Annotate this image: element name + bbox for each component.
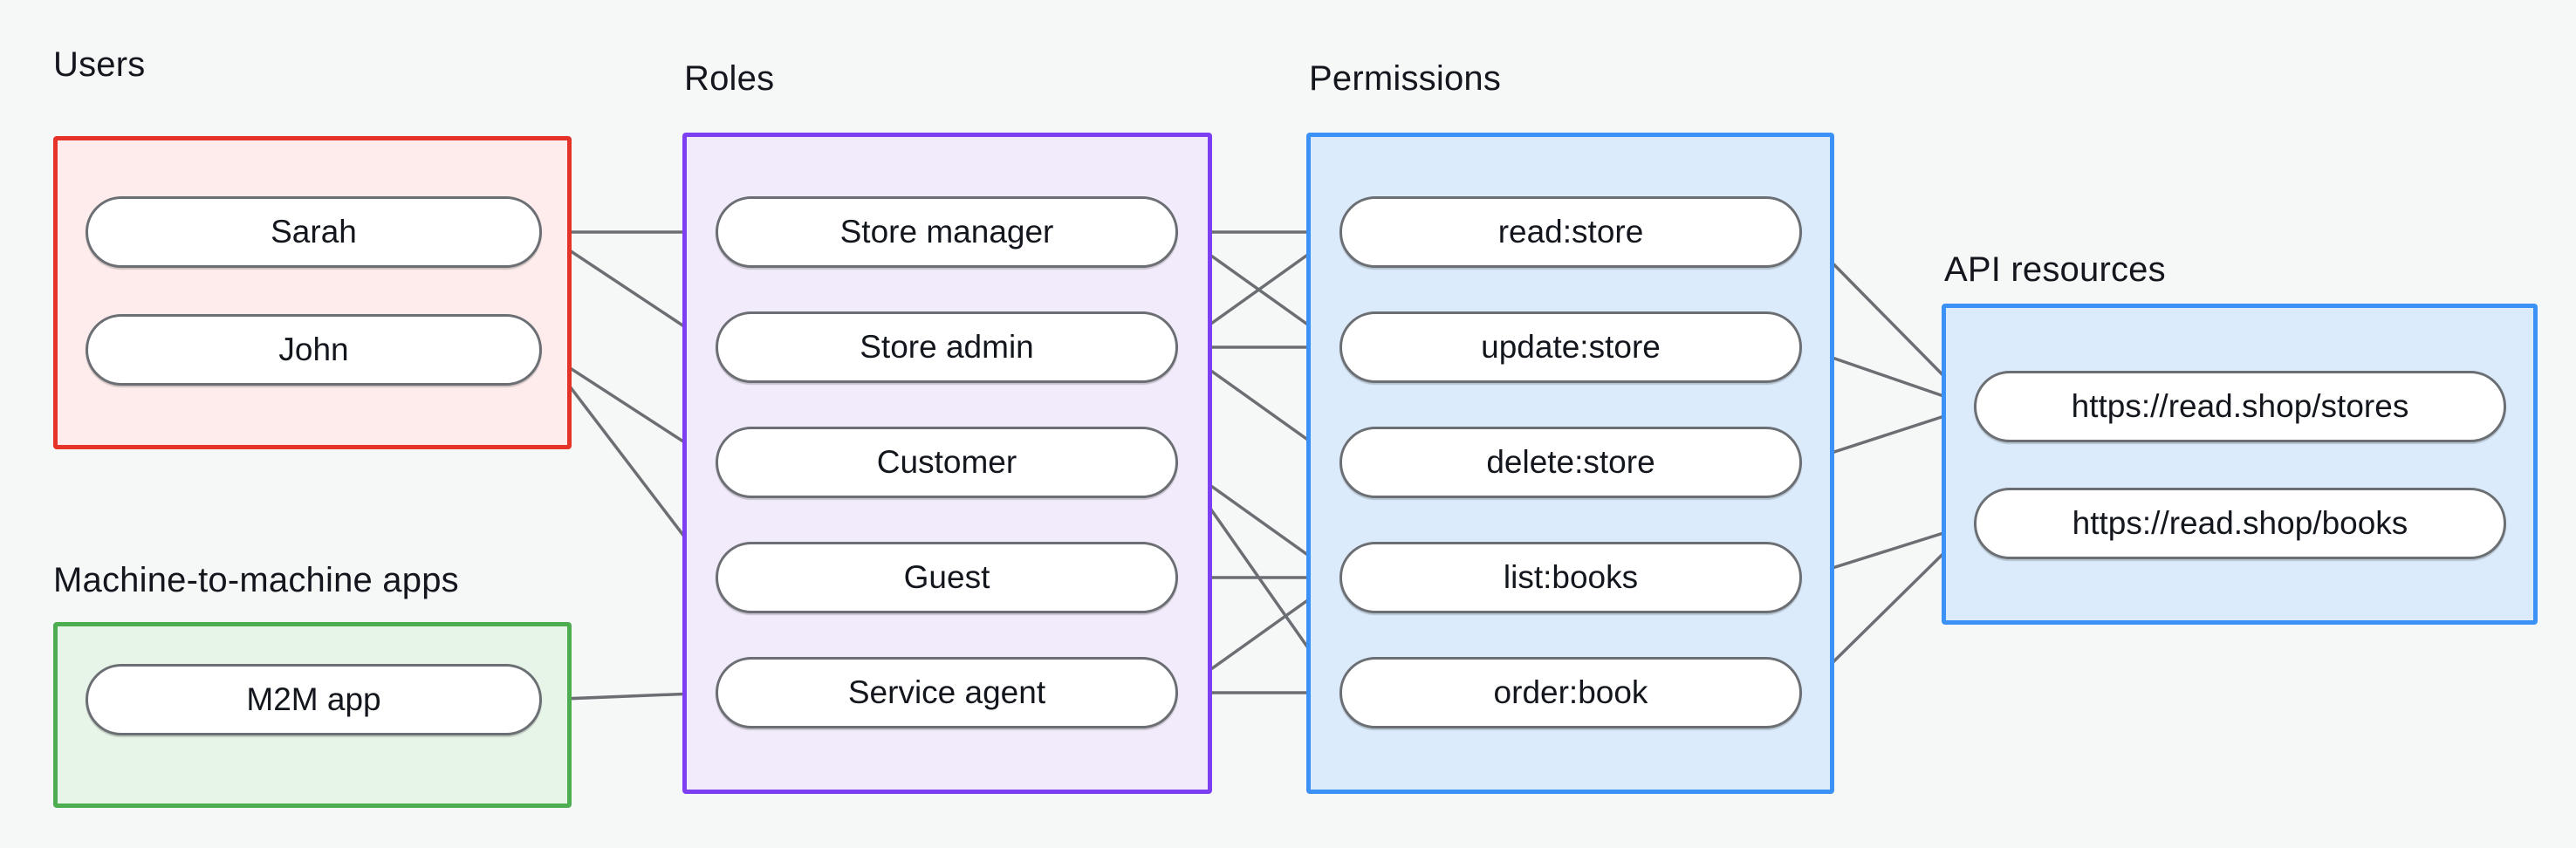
node-orderbook[interactable]: order:book xyxy=(1339,657,1802,728)
node-label-readstore: read:store xyxy=(1497,214,1644,250)
node-label-serviceagent: Service agent xyxy=(847,674,1046,710)
node-updatestore[interactable]: update:store xyxy=(1339,311,1802,383)
node-readstore[interactable]: read:store xyxy=(1339,196,1802,268)
group-title-permissions: Permissions xyxy=(1309,59,1502,98)
node-label-john: John xyxy=(278,332,349,367)
group-title-m2m: Machine-to-machine apps xyxy=(53,561,459,599)
node-apistores[interactable]: https://read.shop/stores xyxy=(1974,371,2506,442)
node-storeadmin[interactable]: Store admin xyxy=(716,311,1178,383)
node-label-storeadmin: Store admin xyxy=(860,329,1034,365)
node-m2mapp[interactable]: M2M app xyxy=(86,664,542,735)
node-label-sarah: Sarah xyxy=(271,214,357,250)
node-customer[interactable]: Customer xyxy=(716,427,1178,498)
node-label-listbooks: list:books xyxy=(1503,559,1639,595)
group-box-users xyxy=(53,136,572,449)
node-deletestore[interactable]: delete:store xyxy=(1339,427,1802,498)
node-serviceagent[interactable]: Service agent xyxy=(716,657,1178,728)
node-label-orderbook: order:book xyxy=(1493,674,1648,710)
node-label-deletestore: delete:store xyxy=(1486,444,1655,480)
group-title-api: API resources xyxy=(1944,250,2166,289)
node-sarah[interactable]: Sarah xyxy=(86,196,542,268)
node-john[interactable]: John xyxy=(86,314,542,386)
node-label-apibooks: https://read.shop/books xyxy=(2072,505,2408,541)
node-label-m2mapp: M2M app xyxy=(246,681,381,717)
node-label-guest: Guest xyxy=(903,559,990,595)
node-label-updatestore: update:store xyxy=(1481,329,1661,365)
group-title-users: Users xyxy=(53,45,146,84)
node-storemanager[interactable]: Store manager xyxy=(716,196,1178,268)
node-label-apistores: https://read.shop/stores xyxy=(2071,388,2409,424)
node-apibooks[interactable]: https://read.shop/books xyxy=(1974,488,2506,559)
node-listbooks[interactable]: list:books xyxy=(1339,542,1802,613)
node-label-storemanager: Store manager xyxy=(839,214,1054,250)
node-label-customer: Customer xyxy=(876,444,1017,480)
group-box-api xyxy=(1942,304,2538,625)
node-guest[interactable]: Guest xyxy=(716,542,1178,613)
group-title-roles: Roles xyxy=(684,59,775,98)
